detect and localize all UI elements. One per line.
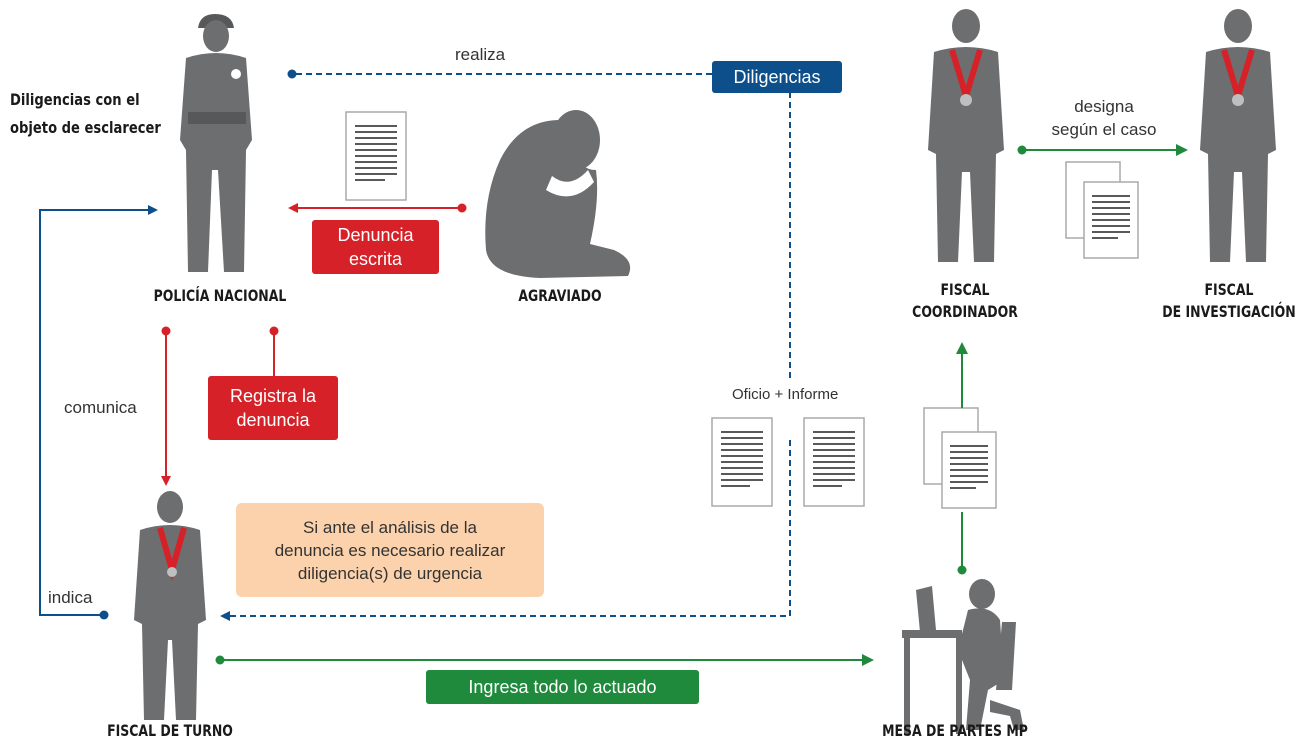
police-officer-icon	[180, 14, 252, 272]
comunica-label: comunica	[64, 398, 137, 417]
denuncia-escrita-line-2: escrita	[348, 249, 402, 269]
designa-line-2: según el caso	[1051, 120, 1157, 139]
registra-denuncia-box: Registra la denuncia	[208, 376, 338, 440]
victim-icon	[485, 110, 631, 278]
ingresa-box: Ingresa todo lo actuado	[426, 670, 699, 704]
document-icon	[923, 407, 997, 509]
coordinating-prosecutor-icon	[928, 9, 1004, 262]
registra-connector	[269, 326, 279, 376]
role-fiscal-coordinador-line-1: FISCAL	[940, 280, 990, 299]
registra-line-2: denuncia	[236, 410, 310, 430]
diligencias-return-connector	[220, 92, 791, 621]
document-icon	[711, 417, 773, 507]
realiza-label: realiza	[455, 45, 506, 64]
role-fiscal-coordinador: FISCAL COORDINADOR	[899, 279, 1032, 323]
document-icon	[345, 111, 407, 201]
urgency-note-line-3: diligencia(s) de urgencia	[297, 563, 483, 583]
role-fiscal-investigacion-line-1: FISCAL	[1204, 280, 1254, 299]
to-coordinator-connector	[956, 342, 968, 575]
realiza-connector	[287, 69, 712, 79]
oficio-informe-label: Oficio + Informe	[732, 386, 839, 403]
role-fiscal-turno: FISCAL DE TURNO	[107, 721, 233, 740]
registra-line-1: Registra la	[229, 386, 317, 406]
indica-label: indica	[48, 588, 93, 607]
front-desk-clerk-icon	[902, 579, 1024, 734]
indica-connector	[39, 205, 158, 620]
denuncia-escrita-box: Denuncia escrita	[312, 220, 439, 274]
role-fiscal-investigacion: FISCAL DE INVESTIGACIÓN	[1155, 279, 1303, 323]
role-policia: POLICÍA NACIONAL	[153, 286, 287, 305]
urgency-note-line-2: denuncia es necesario realizar	[274, 540, 506, 560]
document-icon	[1065, 161, 1139, 259]
side-note: Diligencias con el objeto de esclarecer	[10, 86, 161, 142]
urgency-note: Si ante el análisis de la denuncia es ne…	[236, 503, 544, 597]
designa-line-1: designa	[1074, 97, 1134, 116]
role-agraviado: AGRAVIADO	[518, 286, 602, 305]
document-icon	[803, 417, 865, 507]
side-note-line-1: Diligencias con el	[10, 90, 140, 109]
investigating-prosecutor-icon	[1200, 9, 1276, 262]
diligencias-box: Diligencias	[712, 61, 842, 93]
ingresa-connector	[215, 654, 874, 666]
side-note-line-2: objeto de esclarecer	[10, 118, 161, 137]
designa-label: designa según el caso	[1040, 95, 1168, 141]
prosecutor-on-duty-icon	[134, 491, 206, 720]
designa-connector	[1017, 144, 1188, 156]
urgency-note-line-1: Si ante el análisis de la	[303, 517, 477, 537]
role-mesa-partes: MESA DE PARTES MP	[882, 721, 1028, 740]
role-fiscal-coordinador-line-2: COORDINADOR	[912, 302, 1018, 321]
role-fiscal-investigacion-line-2: DE INVESTIGACIÓN	[1162, 302, 1296, 321]
denuncia-connector	[288, 203, 467, 213]
comunica-connector	[161, 326, 171, 486]
denuncia-escrita-line-1: Denuncia	[337, 225, 414, 245]
